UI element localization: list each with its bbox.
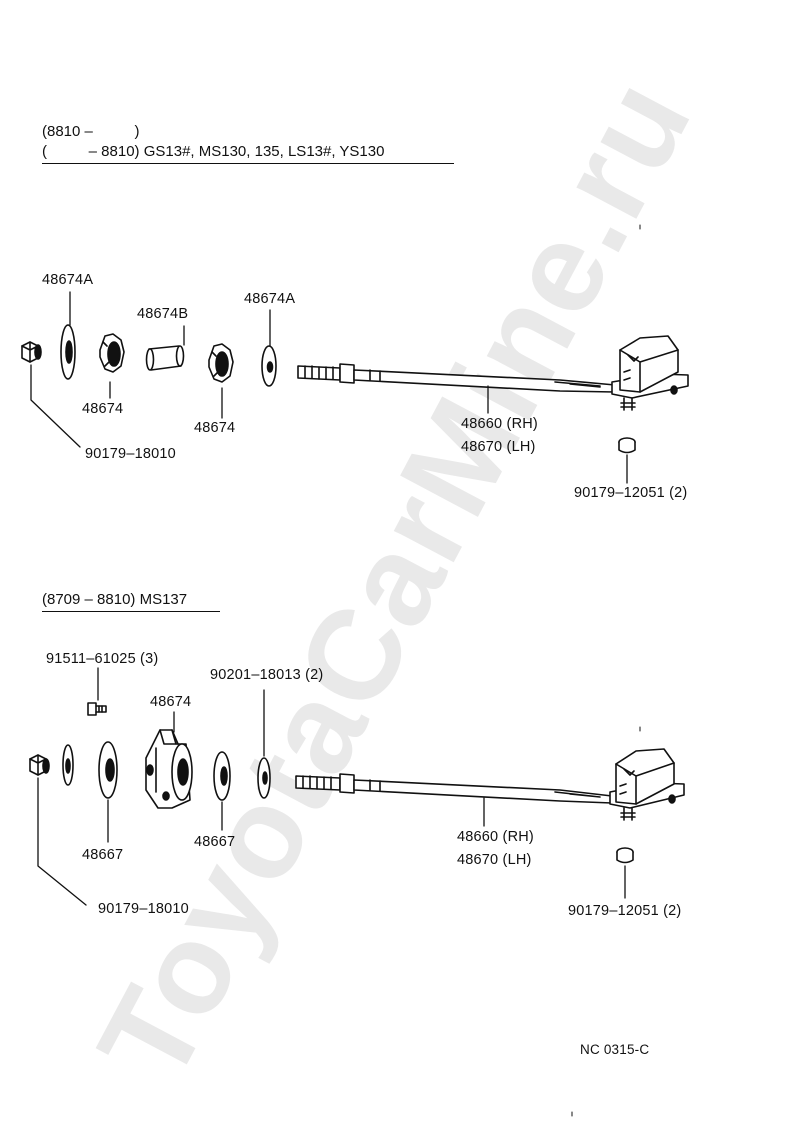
part-label-48674b: 48674B <box>137 306 189 322</box>
part-label-rod-rh: 48660 (RH) <box>461 416 538 432</box>
part-label-48674-right: 48674 <box>194 420 236 436</box>
cushion-icon <box>213 751 231 801</box>
section2-header-underline <box>42 611 220 612</box>
part-label-bolt: 90179–18010 <box>98 901 189 917</box>
strut-rod-icon <box>297 335 689 411</box>
cushion-icon <box>99 333 125 373</box>
washer-icon <box>257 757 271 799</box>
nut-icon <box>616 847 634 864</box>
screw-icon <box>87 702 107 716</box>
part-label-nut: 90179–12051 (2) <box>568 903 682 919</box>
part-label-48674a-left: 48674A <box>42 272 94 288</box>
washer-icon <box>62 744 74 786</box>
bolt-icon <box>21 341 42 363</box>
bolt-icon <box>29 754 50 776</box>
figure-code: NC 0315-C <box>580 1042 650 1057</box>
leader-lines <box>30 291 628 484</box>
part-label-rod-lh: 48670 (LH) <box>457 852 532 868</box>
nut-icon <box>618 437 636 454</box>
part-label-48674-left: 48674 <box>82 401 124 417</box>
part-label-screw: 91511–61025 (3) <box>46 651 159 667</box>
washer-icon <box>60 324 76 380</box>
part-label-rod-lh: 48670 (LH) <box>461 439 536 455</box>
cushion-icon <box>208 343 234 383</box>
part-label-rod-rh: 48660 (RH) <box>457 829 534 845</box>
part-label-nut: 90179–12051 (2) <box>574 485 688 501</box>
leader-lines <box>37 667 626 906</box>
section1-header-line1: (8810 – ) <box>42 123 140 140</box>
section1-header-line2: ( – 8810) GS13#, MS130, 135, LS13#, YS13… <box>42 143 385 160</box>
part-label-48674a-right: 48674A <box>244 291 296 307</box>
washer-icon <box>261 345 277 387</box>
part-label-48667-right: 48667 <box>194 834 236 850</box>
part-label-washer: 90201–18013 (2) <box>210 667 324 683</box>
strut-rod-icon <box>295 748 685 821</box>
part-label-mount: 48674 <box>150 694 192 710</box>
mount-bracket-icon <box>145 729 193 809</box>
cushion-icon <box>98 741 118 799</box>
section2-header: (8709 – 8810) MS137 <box>42 591 188 608</box>
section1-header-underline <box>42 163 454 164</box>
part-label-bolt: 90179–18010 <box>85 446 176 462</box>
spacer-icon <box>145 345 185 371</box>
part-label-48667-left: 48667 <box>82 847 124 863</box>
